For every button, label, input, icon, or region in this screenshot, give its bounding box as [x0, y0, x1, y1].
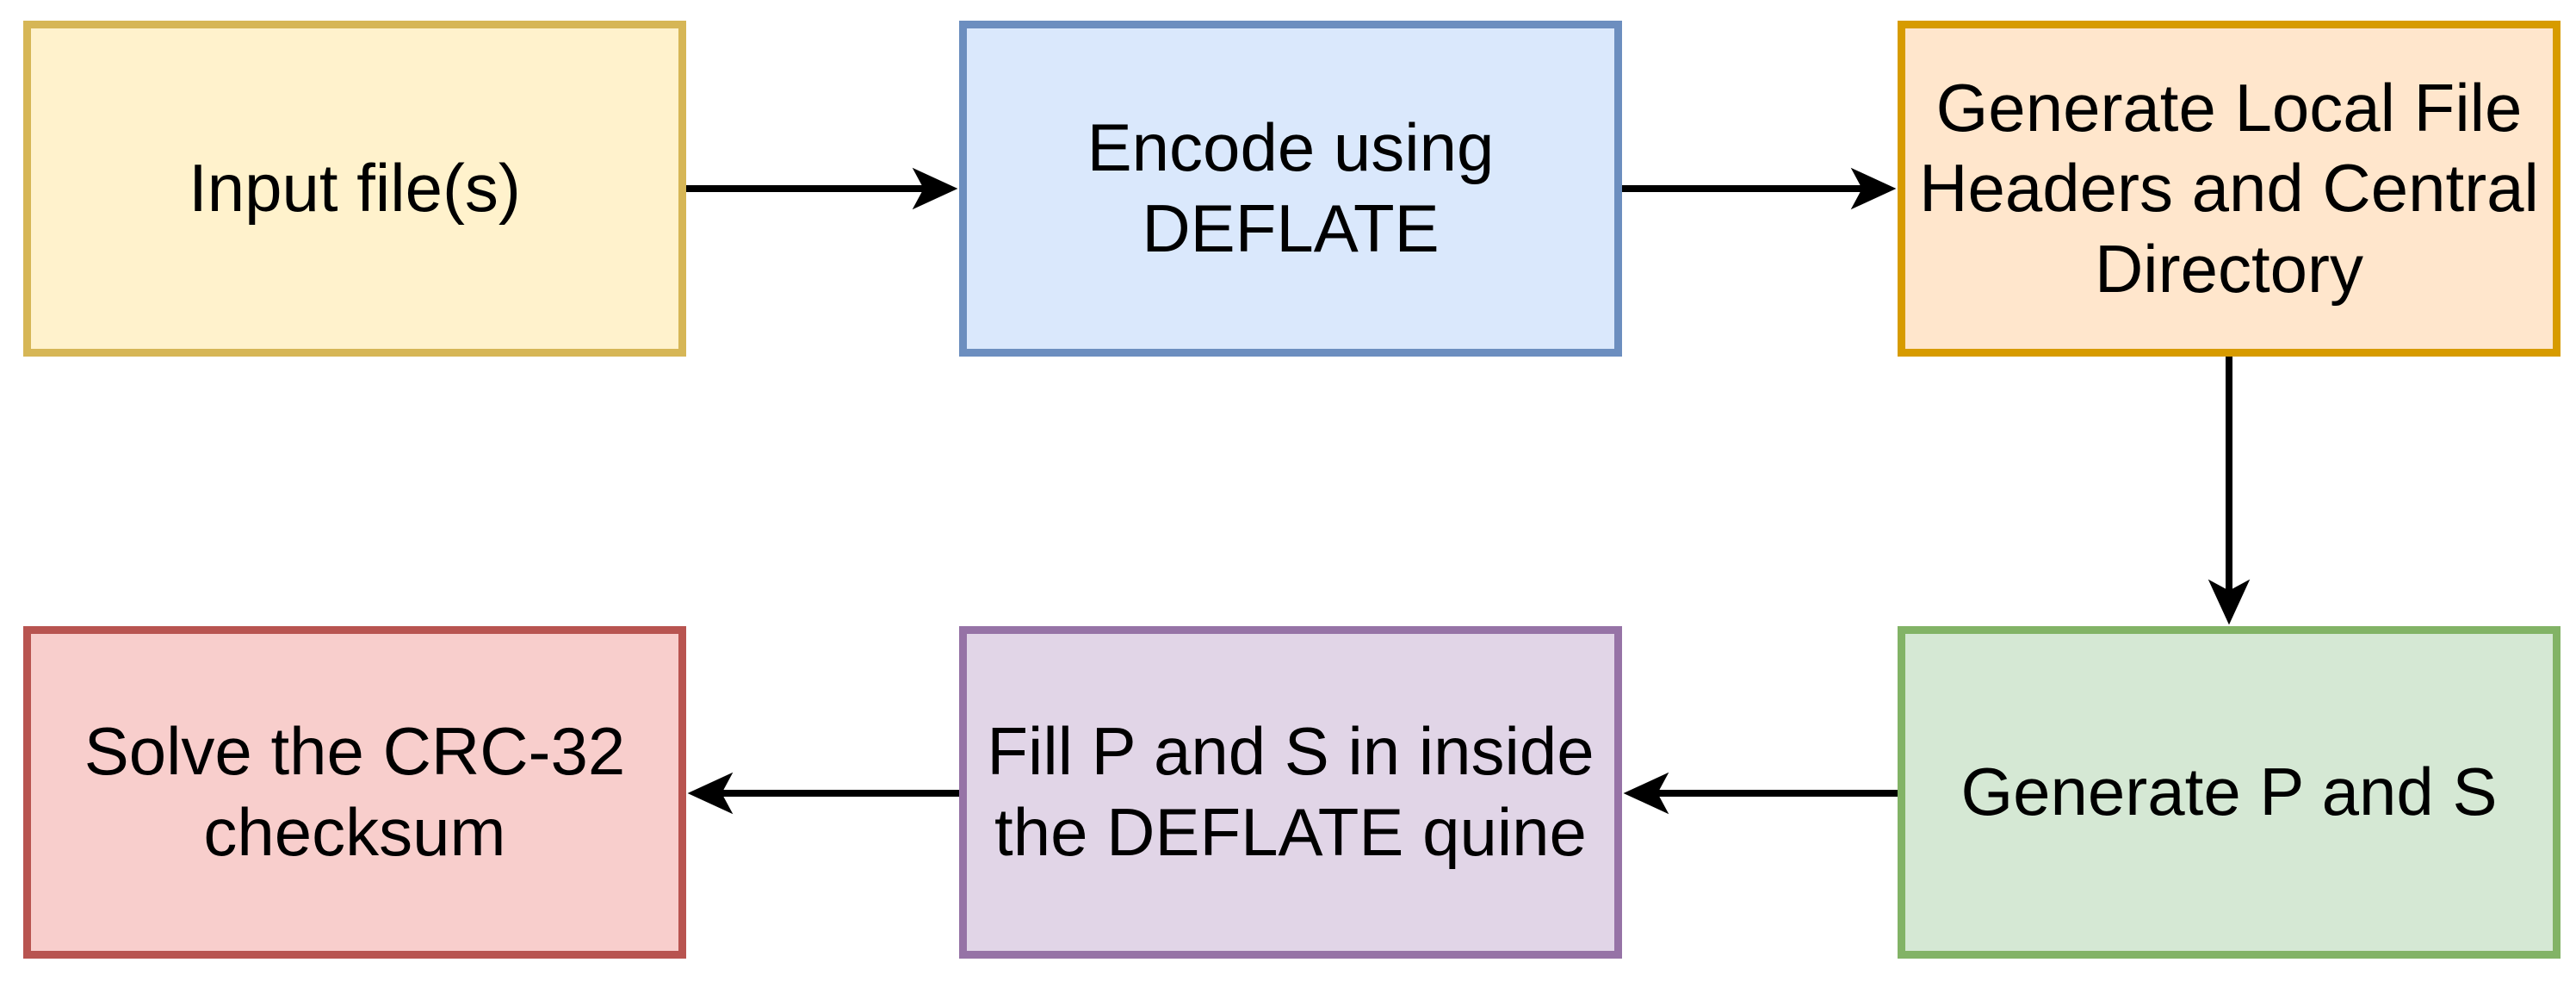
node-generate-headers-label: Generate Local File Headers and Central …: [1919, 69, 2539, 307]
node-generate-p-and-s: Generate P and S: [1898, 626, 2561, 959]
node-solve-crc32: Solve the CRC-32 checksum: [23, 626, 686, 959]
node-generate-headers: Generate Local File Headers and Central …: [1898, 21, 2561, 357]
node-fill-p-and-s-label: Fill P and S in inside the DEFLATE quine: [987, 713, 1595, 870]
node-encode-deflate: Encode using DEFLATE: [959, 21, 1622, 357]
node-encode-deflate-label: Encode using DEFLATE: [1087, 109, 1495, 266]
node-input-files: Input file(s): [23, 21, 686, 357]
node-solve-crc32-label: Solve the CRC-32 checksum: [84, 713, 626, 870]
node-generate-p-and-s-label: Generate P and S: [1960, 754, 2498, 830]
node-input-files-label: Input file(s): [189, 150, 521, 227]
node-fill-p-and-s: Fill P and S in inside the DEFLATE quine: [959, 626, 1622, 959]
